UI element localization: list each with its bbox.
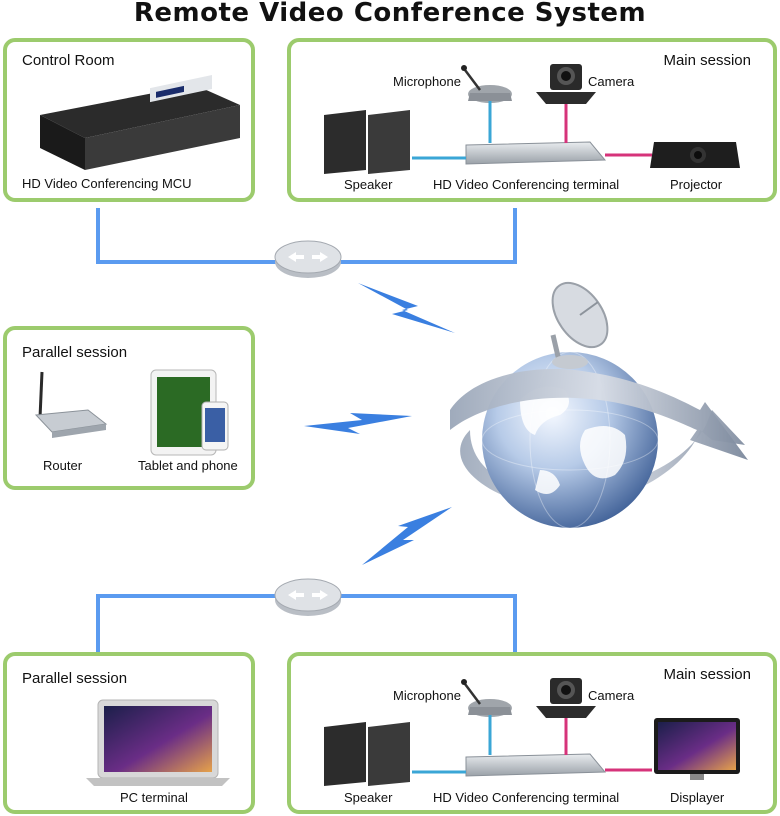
top-projector-icon (650, 142, 740, 168)
bottom-terminal-icon (465, 753, 607, 777)
top-terminal-icon (465, 141, 607, 165)
main-session-bottom-title: Main session (663, 666, 751, 683)
top-speaker-icon (324, 110, 410, 174)
display-label: Displayer (670, 790, 725, 805)
phone-icon (201, 401, 229, 451)
top-terminal-label: HD Video Conferencing terminal (433, 177, 620, 192)
globe-icon (450, 281, 748, 529)
wireless-signal-icons (304, 283, 455, 565)
bottom-camera-icon (536, 678, 596, 718)
parallel-session-bottom-title: Parallel session (22, 670, 128, 687)
bottom-speaker-icon (324, 722, 410, 786)
top-speaker-label: Speaker (344, 177, 393, 192)
top-camera-icon (536, 64, 596, 104)
bottom-switch-icon (274, 578, 342, 616)
router-icon (34, 371, 108, 438)
laptop-icon (86, 699, 230, 786)
top-microphone-icon (461, 65, 512, 103)
tablet-label: Tablet and phone (138, 458, 238, 473)
top-switch-icon (274, 240, 342, 278)
display-monitor-icon (654, 718, 740, 780)
top-projector-label: Projector (670, 177, 723, 192)
tablet-icon (150, 369, 217, 456)
top-links (412, 101, 652, 160)
mcu-label: HD Video Conferencing MCU (22, 176, 192, 191)
parallel-session-mid-title: Parallel session (22, 344, 128, 361)
bottom-terminal-label: HD Video Conferencing terminal (433, 790, 620, 805)
bottom-microphone-icon (461, 679, 512, 717)
main-session-top-panel: Main session (287, 38, 777, 202)
router-label: Router (43, 458, 83, 473)
mcu-device-icon (40, 74, 240, 170)
pc-terminal-label: PC terminal (120, 790, 188, 805)
control-room-title: Control Room (22, 52, 115, 69)
bottom-microphone-label: Microphone (393, 688, 461, 703)
bottom-speaker-label: Speaker (344, 790, 393, 805)
top-camera-label: Camera (588, 74, 635, 89)
bottom-camera-label: Camera (588, 688, 635, 703)
top-microphone-label: Microphone (393, 74, 461, 89)
diagram-title: Remote Video Conference System (133, 0, 647, 28)
bottom-links (412, 715, 652, 774)
main-session-top-title: Main session (663, 52, 751, 69)
